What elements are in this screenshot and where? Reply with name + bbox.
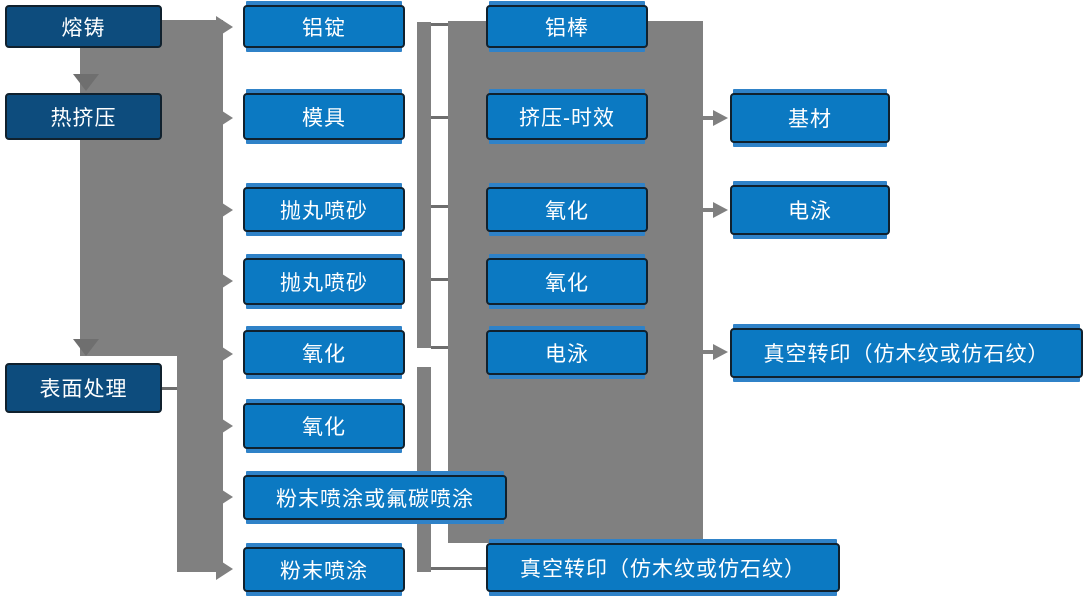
node-extrusion-aging: 挤压-时效 bbox=[486, 93, 648, 140]
arrow-shaft-to-vacuum-print-2 bbox=[703, 350, 714, 354]
node-label: 真空转印（仿木纹或仿石纹） bbox=[520, 557, 806, 581]
node-powder-or-fluorocarbon-coating: 粉末喷涂或氟碳喷涂 bbox=[243, 475, 507, 520]
node-label: 热挤压 bbox=[50, 106, 117, 130]
node-mold: 模具 bbox=[243, 93, 405, 140]
connector-stub-row5 bbox=[431, 346, 448, 349]
node-label: 熔铸 bbox=[61, 16, 106, 40]
connector-stub-surface-treatment bbox=[162, 387, 177, 390]
arrowhead-to-powder-coating bbox=[216, 558, 233, 580]
node-shot-blast-sandblast-2: 抛丸喷砂 bbox=[243, 258, 405, 305]
arrow-shaft-to-electrophoresis-2 bbox=[703, 208, 714, 212]
node-electrophoresis-1: 电泳 bbox=[486, 330, 648, 375]
node-hot-extrusion: 热挤压 bbox=[5, 93, 162, 140]
connector-mid-bar-lower bbox=[417, 367, 431, 572]
node-oxidation-2: 氧化 bbox=[243, 403, 405, 449]
node-label: 氧化 bbox=[302, 416, 346, 439]
connector-left-trunk-band bbox=[80, 20, 223, 356]
arrowhead-to-powder-fluorocarbon bbox=[216, 486, 233, 508]
node-powder-coating: 粉末喷涂 bbox=[243, 547, 405, 592]
node-label: 氧化 bbox=[545, 199, 589, 223]
arrowhead-to-mold bbox=[216, 107, 233, 129]
node-label: 基材 bbox=[788, 108, 832, 131]
node-label: 电泳 bbox=[788, 200, 832, 223]
node-surface-treatment: 表面处理 bbox=[5, 363, 162, 413]
node-base-material: 基材 bbox=[730, 93, 890, 143]
node-label: 抛丸喷砂 bbox=[280, 271, 368, 295]
arrowhead-to-oxidation-2 bbox=[216, 415, 233, 437]
arrowhead-to-electrophoresis-2 bbox=[713, 202, 728, 218]
node-label: 铝锭 bbox=[302, 16, 346, 40]
node-oxidation-3: 氧化 bbox=[486, 187, 648, 232]
connector-surface-treatment-band bbox=[177, 356, 223, 572]
node-label: 氧化 bbox=[545, 271, 589, 295]
node-shot-blast-sandblast-1: 抛丸喷砂 bbox=[243, 187, 405, 232]
node-label: 粉末喷涂或氟碳喷涂 bbox=[276, 487, 474, 511]
connector-stub-vacuum-print bbox=[431, 567, 486, 570]
arrowhead-down-to-surface-treatment bbox=[73, 339, 99, 356]
node-label: 真空转印（仿木纹或仿石纹） bbox=[763, 343, 1050, 366]
node-label: 粉末喷涂 bbox=[280, 559, 368, 583]
node-label: 模具 bbox=[302, 106, 346, 130]
node-label: 表面处理 bbox=[39, 378, 128, 401]
arrowhead-to-vacuum-print-2 bbox=[713, 344, 728, 360]
node-label: 铝棒 bbox=[545, 16, 589, 40]
arrowhead-to-shot-blast-2 bbox=[216, 270, 233, 292]
connector-stub-row4 bbox=[431, 278, 448, 281]
node-label: 抛丸喷砂 bbox=[280, 199, 368, 223]
arrowhead-to-oxidation-1 bbox=[216, 343, 233, 365]
node-vacuum-transfer-print-1: 真空转印（仿木纹或仿石纹） bbox=[486, 543, 840, 592]
connector-stub-row1 bbox=[431, 23, 448, 26]
node-melt-casting: 熔铸 bbox=[5, 5, 162, 48]
node-aluminum-rod: 铝棒 bbox=[486, 5, 648, 48]
arrowhead-to-base-material bbox=[713, 110, 728, 126]
connector-stub-row2 bbox=[431, 116, 448, 119]
node-vacuum-transfer-print-2: 真空转印（仿木纹或仿石纹） bbox=[730, 328, 1083, 378]
node-label: 挤压-时效 bbox=[519, 106, 615, 130]
arrowhead-to-shot-blast-1 bbox=[216, 199, 233, 221]
node-label: 氧化 bbox=[302, 342, 346, 366]
node-electrophoresis-2: 电泳 bbox=[730, 185, 890, 235]
arrowhead-down-to-hot-extrusion bbox=[73, 74, 99, 91]
connector-mid-bar-upper bbox=[417, 22, 431, 348]
connector-stub-row3 bbox=[431, 205, 448, 208]
arrow-shaft-to-base-material bbox=[703, 116, 714, 120]
node-label: 电泳 bbox=[545, 342, 589, 366]
arrowhead-to-aluminum-ingot bbox=[216, 16, 233, 38]
node-oxidation-1: 氧化 bbox=[243, 330, 405, 375]
node-oxidation-4: 氧化 bbox=[486, 258, 648, 305]
node-aluminum-ingot: 铝锭 bbox=[243, 5, 405, 48]
